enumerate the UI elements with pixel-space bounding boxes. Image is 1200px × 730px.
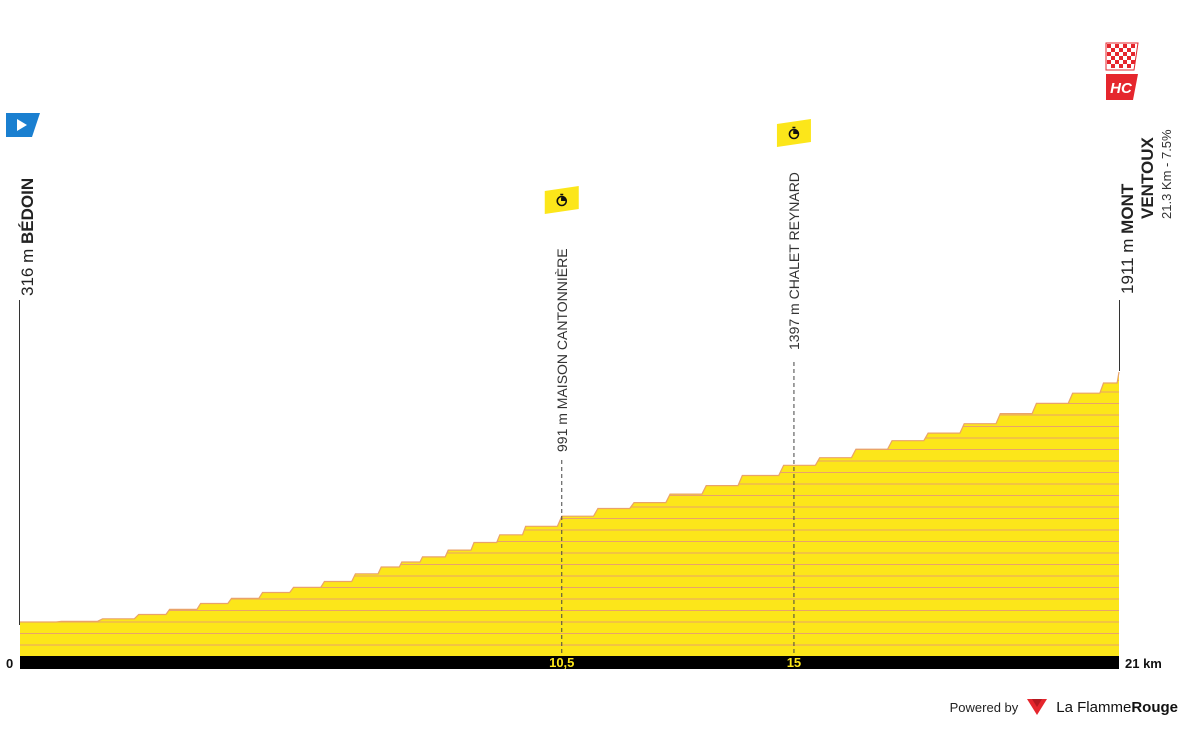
start-elevation: 316 m [18, 249, 37, 296]
flag-square [1119, 48, 1123, 52]
flag-square [1127, 64, 1131, 68]
credit-powered: Powered by [950, 700, 1019, 715]
flag-square [1131, 44, 1135, 48]
flag-square [1111, 56, 1115, 60]
checkpoint-km-tick: 15 [787, 655, 801, 670]
credit-brand: La FlammeRouge [1056, 699, 1178, 716]
finish-name-line2: VENTOUX [1138, 136, 1157, 219]
checkpoint-label: 1397 m CHALET REYNARD [786, 172, 802, 350]
flag-square [1131, 60, 1135, 64]
credit: Powered by La FlammeRouge [950, 698, 1178, 716]
flag-square [1119, 64, 1123, 68]
flag-square [1123, 60, 1127, 64]
flag-square [1115, 52, 1119, 56]
checkpoint-label: 991 m MAISON CANTONNIÈRE [554, 248, 570, 452]
finish-label: 1911 m MONT [1118, 183, 1137, 294]
start-label: 316 m BÉDOIN [18, 178, 37, 296]
finish-climb-info: 21.3 Km - 7.5% [1159, 129, 1174, 219]
flag-square [1107, 52, 1111, 56]
flag-square [1107, 60, 1111, 64]
flag-square [1115, 44, 1119, 48]
finish-name-line1: MONT [1118, 183, 1137, 234]
flag-square [1119, 56, 1123, 60]
flag-square [1127, 48, 1131, 52]
flame-rouge-logo-icon [1026, 698, 1048, 716]
flag-square [1131, 52, 1135, 56]
flag-square [1127, 56, 1131, 60]
flag-square [1123, 52, 1127, 56]
flag-square [1107, 44, 1111, 48]
hc-badge-label: HC [1110, 80, 1133, 97]
flag-square [1115, 60, 1119, 64]
flag-square [1123, 44, 1127, 48]
finish-elevation: 1911 m [1118, 239, 1137, 294]
flag-square [1111, 48, 1115, 52]
x-tick-end: 21 km [1125, 656, 1162, 671]
start-name: BÉDOIN [18, 178, 37, 244]
x-tick-start: 0 [6, 656, 13, 671]
checkpoint-km-tick: 10,5 [549, 655, 574, 670]
flag-square [1111, 64, 1115, 68]
finish-flag-icon [1106, 43, 1138, 70]
